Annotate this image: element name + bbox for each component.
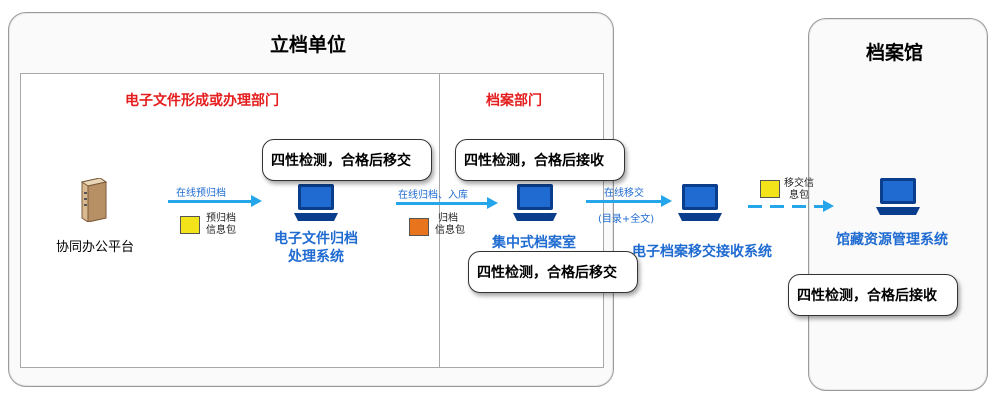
check-bubble-4: 四性检测，合格后接收 [788,274,958,316]
pkg2-label2: 信息包 [435,225,465,236]
central-archive-label: 集中式档案室 [492,235,576,251]
laptop-icon [876,178,920,215]
pkg3-label2: 息包 [789,190,809,201]
arrow3-label: 在线移交 [604,188,644,199]
pkg1-label1: 预归档 [206,213,236,224]
package-icon [409,218,429,236]
pkg2-label1: 归档 [438,213,458,224]
arrow-transfer-to-resource [748,200,834,212]
pkg3-label1: 移交信 [784,178,814,189]
transfer-system-label: 电子档案移交接收系统 [632,244,772,260]
laptop-icon [513,184,557,221]
ef-system-line1: 电子文件归档 [274,231,358,247]
oa-platform-label: 协同办公平台 [56,240,135,255]
arrow2-label: 在线归档、入库 [398,190,468,201]
package-icon [180,216,200,234]
ef-system-label: 电子文件归档 处理系统 [268,230,364,266]
archive-title: 档案馆 [866,42,924,64]
arrow-ef-to-archive [396,197,498,209]
check-bubble-3: 四性检测，合格后移交 [468,251,638,293]
ef-system-line2: 处理系统 [288,249,344,265]
arrow-oa-to-ef [168,195,262,207]
arrow1-label: 在线预归档 [176,188,226,199]
check-bubble-2: 四性检测，合格后接收 [455,139,625,181]
resource-system-label: 馆藏资源管理系统 [836,232,948,248]
arrow3-sub: (目录+全文) [598,214,655,225]
dept-right-title: 档案部门 [486,93,542,109]
package-icon [760,180,780,198]
laptop-icon [294,184,338,221]
dept-left-title: 电子文件形成或办理部门 [125,93,279,109]
server-icon [80,178,108,222]
arrow-archive-to-transfer [586,195,672,207]
unit-title: 立档单位 [270,34,347,56]
laptop-icon [678,184,722,221]
archive-panel [808,18,988,391]
pkg1-label2: 信息包 [206,225,236,236]
check-bubble-1: 四性检测，合格后移交 [262,139,432,181]
